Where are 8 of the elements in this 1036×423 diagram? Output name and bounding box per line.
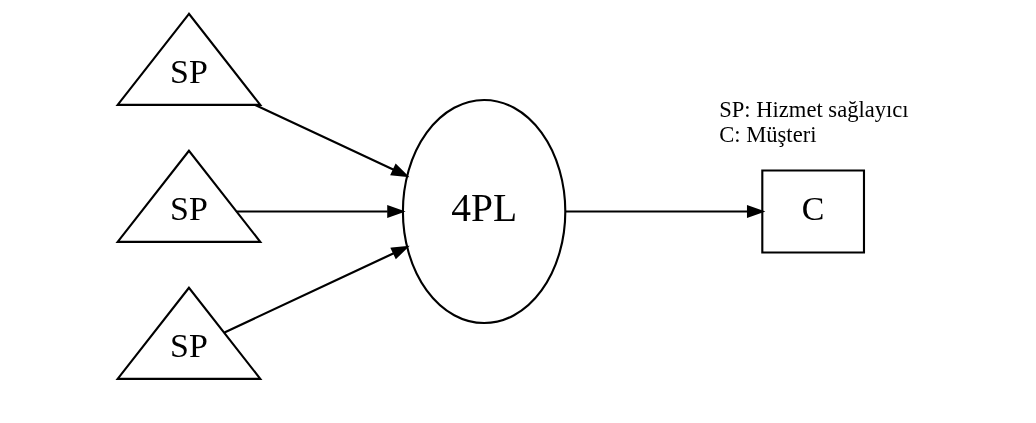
node-ellipse: 4PL	[401, 98, 567, 325]
label: C: Müşteri	[719, 122, 817, 148]
arrow	[565, 205, 766, 218]
node-box: C	[761, 169, 866, 254]
arrow	[224, 245, 410, 334]
label: SP: Hizmet sağlayıcı	[719, 96, 909, 122]
arrow	[236, 205, 406, 218]
arrow	[254, 103, 410, 178]
